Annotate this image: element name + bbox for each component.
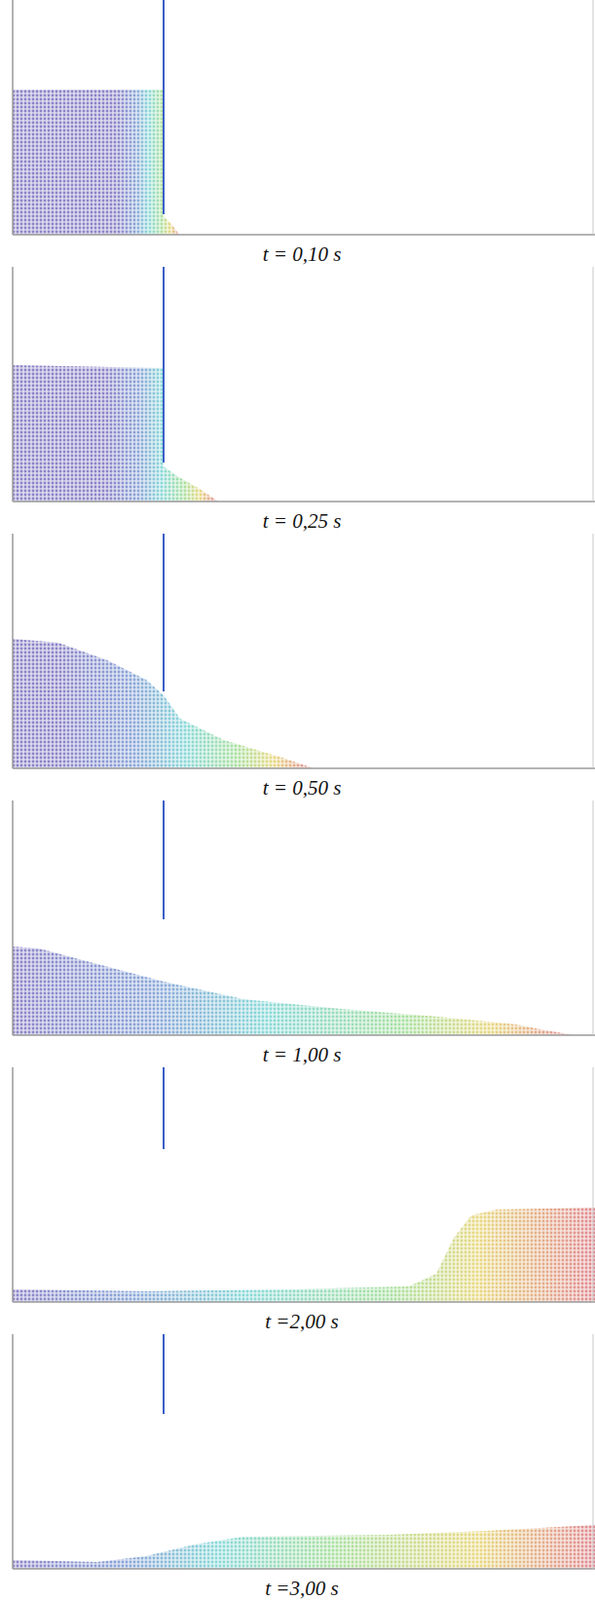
- snapshot-panel: [12, 266, 595, 502]
- gate: [162, 800, 165, 920]
- gate: [162, 533, 165, 692]
- snapshot-panel: [12, 533, 595, 769]
- time-caption: t =3,00 s: [262, 1576, 340, 1600]
- time-caption: t = 0,25 s: [260, 509, 344, 534]
- time-caption: t = 1,00 s: [260, 1042, 344, 1068]
- time-caption: t = 0,10 s: [260, 242, 344, 267]
- gate: [162, 1067, 165, 1150]
- snapshot-panel: [12, 0, 595, 235]
- gate: [162, 0, 165, 215]
- snapshot-panel: [12, 800, 595, 1036]
- time-caption: t = 0,50 s: [260, 776, 344, 801]
- snapshot-panel: [12, 1334, 595, 1569]
- gate: [162, 1334, 165, 1414]
- snapshot-panel: [12, 1067, 595, 1302]
- gate: [162, 266, 165, 463]
- time-caption: t =2,00 s: [262, 1309, 340, 1335]
